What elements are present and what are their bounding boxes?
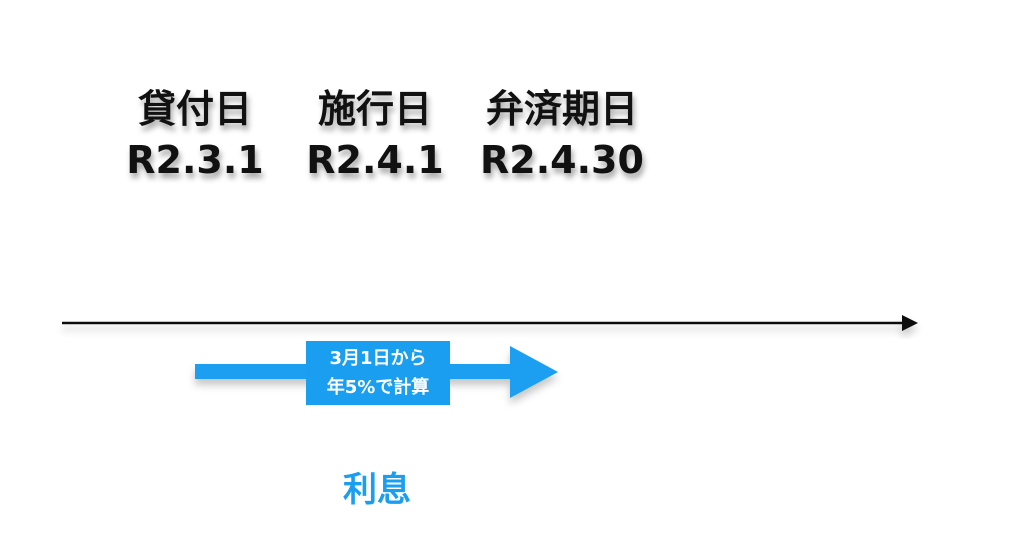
time-axis-arrow xyxy=(62,315,918,331)
interest-label: 利息 xyxy=(343,470,411,510)
event-name-enforcement-date: 施行日 xyxy=(317,87,432,131)
interest-note-line-2: 年5%で計算 xyxy=(326,377,430,398)
event-date-repayment: R2.4.30 xyxy=(480,138,644,182)
interest-rate-note: 3月1日から 年5%で計算 xyxy=(306,341,450,405)
event-date-loan: R2.3.1 xyxy=(126,138,264,182)
event-name-loan-date: 貸付日 xyxy=(137,87,252,131)
interest-note-line-1: 3月1日から xyxy=(329,348,427,369)
event-date-enforcement: R2.4.1 xyxy=(306,138,444,182)
event-name-repayment-date: 弁済期日 xyxy=(485,87,638,131)
